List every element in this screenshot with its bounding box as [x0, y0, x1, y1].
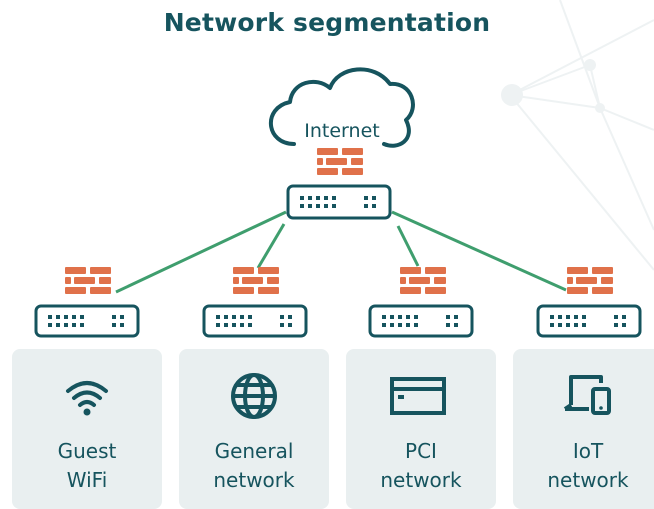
segment-card-guest-wifi: Guest WiFi: [12, 349, 162, 509]
firewall-icon: [317, 148, 363, 175]
branch-pci-network: [368, 267, 474, 338]
link-iot-network: [391, 210, 567, 292]
wifi-icon: [66, 381, 108, 416]
internet-cloud-icon: [269, 67, 415, 148]
switch-icon: [286, 184, 392, 220]
switch-icon: [34, 304, 140, 338]
segment-label: PCI network: [380, 439, 462, 492]
link-general-network: [256, 223, 286, 269]
segment-label: IoT network: [547, 439, 629, 492]
firewall-icon: [233, 267, 279, 294]
branch-general-network: [202, 267, 308, 338]
background-mesh: [501, 0, 654, 271]
firewall-icon: [400, 267, 446, 294]
segment-label: General network: [213, 439, 295, 492]
segment-card-iot-network: IoT network: [513, 349, 654, 509]
link-pci-network: [396, 225, 420, 267]
globe-icon: [231, 373, 277, 419]
segment-card-general-network: General network: [179, 349, 329, 509]
segment-card-pci-network: PCI network: [346, 349, 496, 509]
switch-icon: [202, 304, 308, 338]
network-links: [115, 210, 567, 294]
branch-guest-wifi: [34, 267, 140, 338]
branch-iot-network: [536, 267, 642, 338]
segment-label: Guest WiFi: [57, 439, 117, 492]
devices-icon: [563, 375, 611, 415]
firewall-icon: [65, 267, 111, 294]
switch-icon: [536, 304, 642, 338]
page-title: Network segmentation: [163, 8, 491, 37]
firewall-icon: [567, 267, 613, 294]
link-guest-wifi: [115, 210, 287, 294]
switch-icon: [368, 304, 474, 338]
internet-label: Internet: [304, 120, 380, 142]
payment-card-icon: [390, 377, 446, 415]
